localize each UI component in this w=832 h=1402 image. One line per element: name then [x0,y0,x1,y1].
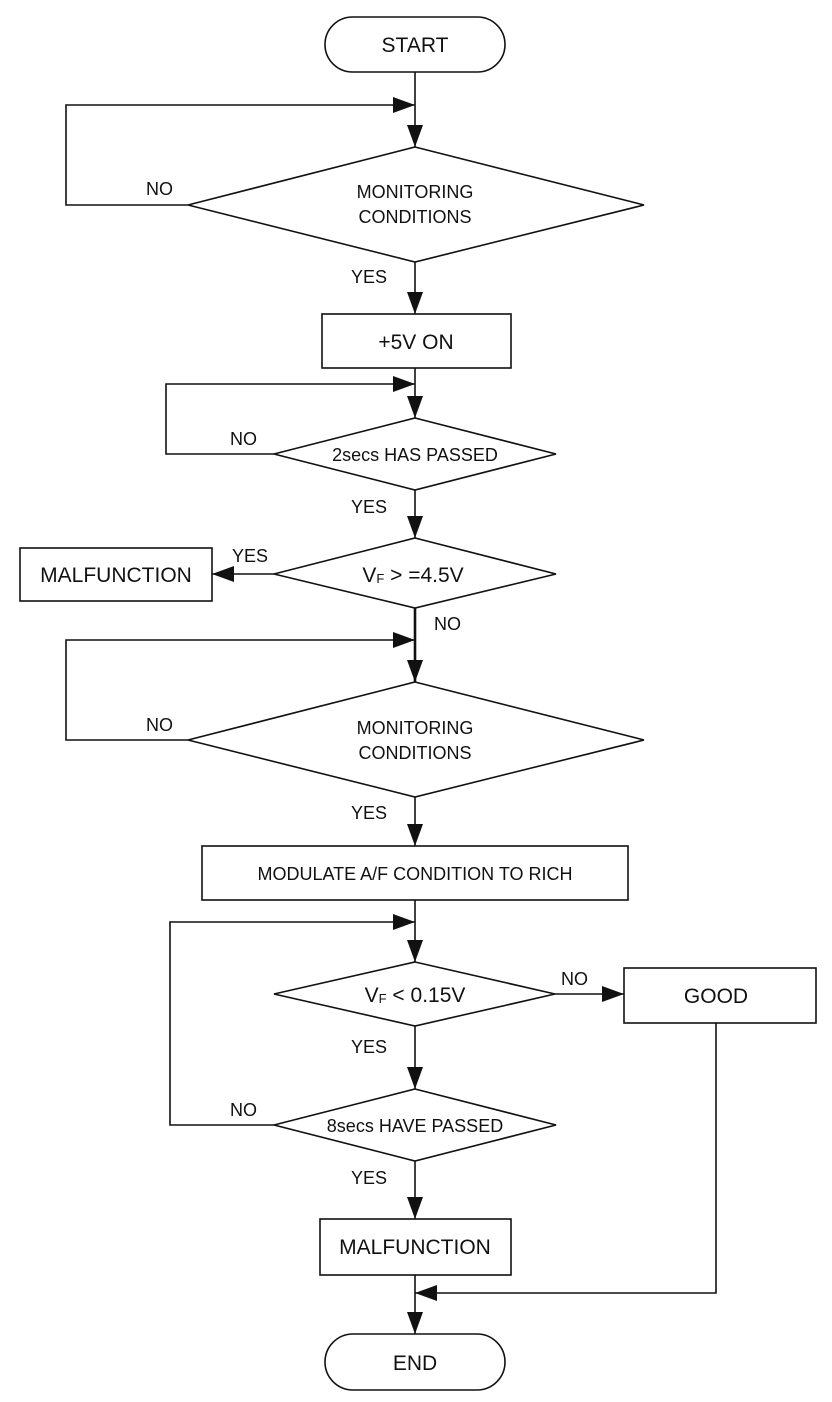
good-label: GOOD [684,985,748,1008]
connectors [65,72,717,1334]
good-process: GOOD [623,967,817,1024]
arrow-down-check2 [407,660,423,682]
edge-label-yes-6: YES [351,1168,387,1188]
edge-label-yes-1: YES [351,267,387,287]
modulate-label: MODULATE A/F CONDITION TO RICH [257,864,572,884]
arrow-left-malfunction [212,566,234,582]
check1-line2: CONDITIONS [358,207,471,227]
check2-line2: CONDITIONS [358,743,471,763]
start-label: START [382,34,449,57]
arrow-right-loop2 [393,376,415,392]
arrow-down-check1 [407,125,423,147]
start-terminal: START [324,16,506,73]
loop-check1-no [65,104,415,206]
arrow-right-loop4 [393,914,415,930]
loop-check2-no [65,639,415,741]
wait-2s-label: 2secs HAS PASSED [332,445,498,465]
malfunction-left-label: MALFUNCTION [40,564,192,587]
malfunction-bottom-process: MALFUNCTION [319,1218,512,1276]
vf-low-label: VF < 0.15V [365,984,466,1007]
arrow-down-wait2 [407,396,423,418]
edge-label-no-1: NO [146,179,173,199]
monitoring-conditions-decision-2: MONITORING CONDITIONS [187,681,645,798]
malfunction-left-process: MALFUNCTION [19,547,213,602]
wait-8s-decision: 8secs HAVE PASSED [273,1088,557,1162]
check2-line1: MONITORING [357,718,474,738]
arrow-down-end [407,1312,423,1334]
end-terminal: END [324,1333,506,1391]
arrow-right-loop1 [393,97,415,113]
connector-good-end [415,1023,717,1294]
edge-label-yes-4: YES [351,803,387,823]
arrow-right-loop3 [393,632,415,648]
power-on-label: +5V ON [378,331,453,354]
arrow-down-vfhigh [407,516,423,538]
edge-label-no-5: NO [561,969,588,989]
wait-8s-label: 8secs HAVE PASSED [327,1116,503,1136]
edge-label-yes-5: YES [351,1037,387,1057]
arrow-down-power [407,292,423,314]
vf-low-decision: VF < 0.15V [273,961,556,1027]
arrow-left-merge [415,1285,437,1301]
wait-2s-decision: 2secs HAS PASSED [273,417,557,491]
edge-label-yes-2: YES [351,497,387,517]
power-on-process: +5V ON [321,313,512,369]
edge-labels: NO YES NO YES YES NO NO YES NO YES NO YE… [146,179,588,1188]
check1-line1: MONITORING [357,182,474,202]
modulate-process: MODULATE A/F CONDITION TO RICH [201,845,629,901]
loop-wait8-no [169,921,415,1126]
arrow-down-wait8 [407,1067,423,1089]
malfunction-bottom-label: MALFUNCTION [339,1236,491,1259]
edge-label-yes-3: YES [232,546,268,566]
arrow-right-good [602,986,624,1002]
vf-high-label: VF > =4.5V [362,564,463,587]
edge-label-no-6: NO [230,1100,257,1120]
edge-label-no-2: NO [230,429,257,449]
edge-label-no-3: NO [434,614,461,634]
monitoring-conditions-decision-1: MONITORING CONDITIONS [187,146,645,263]
arrow-down-modulate [407,824,423,846]
arrowheads [212,97,624,1334]
vf-high-decision: VF > =4.5V [273,537,557,609]
loop-wait2-no [165,383,415,455]
arrow-down-malfunction [407,1197,423,1219]
end-label: END [393,1352,437,1375]
arrow-down-vflow [407,940,423,962]
edge-label-no-4: NO [146,715,173,735]
